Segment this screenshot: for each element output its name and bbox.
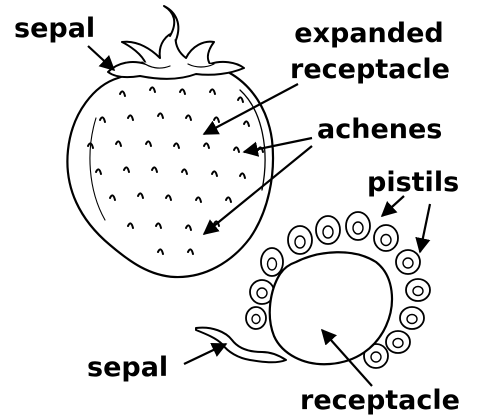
- arrow-achene-2: [204, 146, 312, 234]
- label-receptacle-top: receptacle: [286, 55, 454, 85]
- label-sepal-top: sepal: [14, 14, 95, 44]
- label-sepal-bottom: sepal: [87, 353, 168, 383]
- arrow-pistil-1: [382, 196, 404, 216]
- label-pistils: pistils: [367, 168, 459, 198]
- label-achenes: achenes: [317, 115, 442, 145]
- arrow-achene-1: [244, 138, 312, 152]
- arrow-pistil-2: [420, 204, 430, 252]
- achenes-marks: [88, 87, 263, 254]
- calyx: [108, 6, 244, 79]
- label-receptacle-bottom: receptacle: [300, 386, 460, 416]
- label-expanded: expanded: [289, 19, 449, 49]
- arrow-sepal-bottom: [184, 344, 226, 364]
- arrow-sepal-top: [88, 46, 114, 70]
